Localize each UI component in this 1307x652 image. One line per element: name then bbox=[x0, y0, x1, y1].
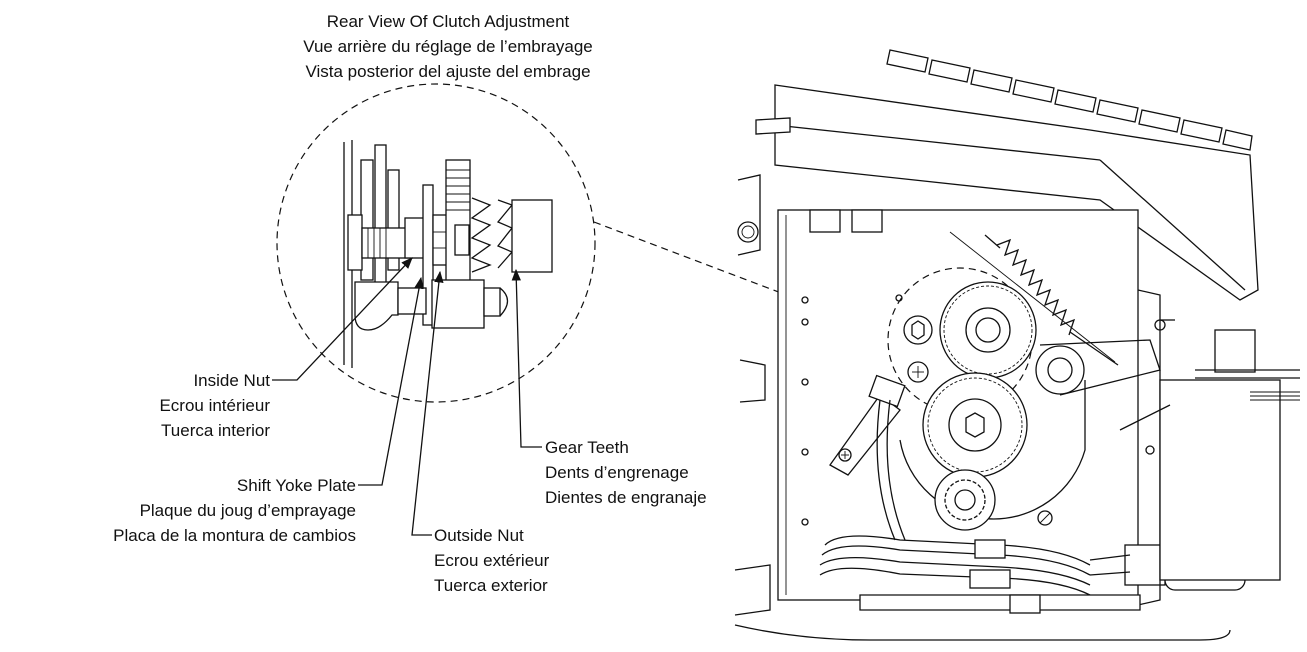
callout-gear-teeth: Gear Teeth Dents d’engrenage Dientes de … bbox=[545, 438, 707, 507]
detail-circle bbox=[276, 83, 596, 403]
outside-nut-label-es: Tuerca exterior bbox=[434, 576, 548, 595]
callout-inside-nut: Inside Nut Ecrou intérieur Tuerca interi… bbox=[159, 371, 270, 440]
machine-side-view bbox=[734, 49, 1300, 641]
clutch-detail-view bbox=[276, 83, 596, 403]
inside-nut-label-es: Tuerca interior bbox=[161, 421, 270, 440]
inside-nut-label-en: Inside Nut bbox=[193, 371, 270, 390]
inside-nut-label-fr: Ecrou intérieur bbox=[159, 396, 270, 415]
callout-outside-nut: Outside Nut Ecrou extérieur Tuerca exter… bbox=[434, 526, 550, 595]
outside-nut-label-fr: Ecrou extérieur bbox=[434, 551, 550, 570]
shift-yoke-plate-label-fr: Plaque du joug d’emprayage bbox=[140, 501, 356, 520]
leader-lines bbox=[272, 257, 542, 536]
gear-teeth-label-es: Dientes de engranaje bbox=[545, 488, 707, 507]
shift-yoke-plate-label-es: Placa de la montura de cambios bbox=[113, 526, 356, 545]
title-english: Rear View Of Clutch Adjustment bbox=[327, 12, 570, 31]
title-spanish: Vista posterior del ajuste del embrage bbox=[305, 62, 590, 81]
diagram-title: Rear View Of Clutch Adjustment Vue arriè… bbox=[303, 12, 593, 81]
tension-spring bbox=[949, 231, 1119, 366]
shift-yoke-plate-label-en: Shift Yoke Plate bbox=[237, 476, 356, 495]
title-french: Vue arrière du réglage de l’embrayage bbox=[303, 37, 593, 56]
gear-teeth-label-en: Gear Teeth bbox=[545, 438, 629, 457]
gear-teeth-label-fr: Dents d’engrenage bbox=[545, 463, 689, 482]
callout-shift-yoke-plate: Shift Yoke Plate Plaque du joug d’empray… bbox=[113, 476, 356, 545]
outside-nut-label-en: Outside Nut bbox=[434, 526, 524, 545]
